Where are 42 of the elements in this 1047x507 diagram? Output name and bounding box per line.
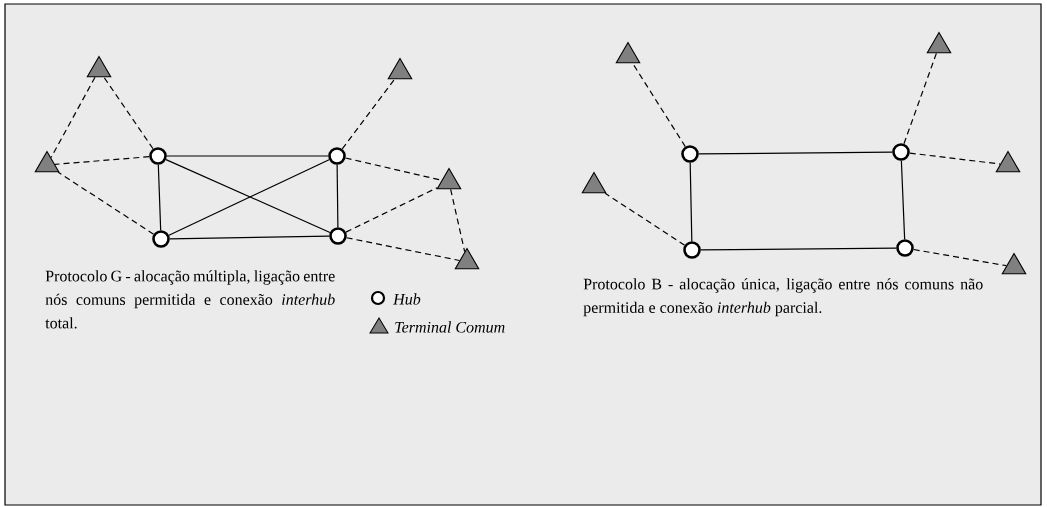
dashed-link (909, 152, 1001, 165)
legend-label: Terminal Comum (395, 321, 505, 333)
hub-node (683, 241, 701, 259)
caption: Protocolo B - alocação única, ligação entre nós comuns não permitida e conexão interhub parcial. (583, 278, 983, 317)
hub-node (681, 145, 699, 163)
hub-node (149, 147, 167, 165)
dashed-link (50, 76, 96, 159)
terminal-node (86, 55, 112, 78)
terminal-node (454, 247, 480, 270)
link-line (689, 162, 693, 242)
dashed-link (346, 237, 461, 262)
terminal-node (1001, 252, 1027, 275)
dashed-link (903, 52, 937, 145)
link-line (698, 151, 893, 155)
link-line (700, 247, 897, 251)
link-line (336, 164, 339, 228)
link-line (900, 160, 906, 240)
caption: Protocolo G - alocação múltipla, ligação entre nós comuns permitida e conexão interhub total. (45, 270, 335, 329)
terminal-node (995, 150, 1021, 173)
dashed-link (345, 187, 438, 233)
terminal-node (926, 31, 952, 54)
hub-node (896, 239, 914, 257)
legend-label: Hub (393, 293, 421, 305)
terminal-node (581, 171, 607, 194)
hub-node (329, 227, 347, 245)
terminal-node (387, 57, 413, 80)
hub-node (892, 143, 910, 161)
hub-node (328, 147, 346, 165)
terminal-node (615, 41, 641, 64)
dashed-link (103, 76, 154, 150)
dashed-link (54, 156, 150, 165)
link-line (157, 164, 162, 231)
dashed-link (57, 171, 155, 235)
terminal-node (436, 167, 462, 190)
hub-node (152, 230, 170, 248)
link-line (169, 235, 330, 240)
terminal-node (34, 150, 60, 173)
link-line (166, 155, 329, 157)
dashed-link (604, 192, 686, 246)
dashed-link (341, 78, 396, 150)
dashed-link (450, 188, 466, 253)
dashed-link (913, 248, 1007, 267)
